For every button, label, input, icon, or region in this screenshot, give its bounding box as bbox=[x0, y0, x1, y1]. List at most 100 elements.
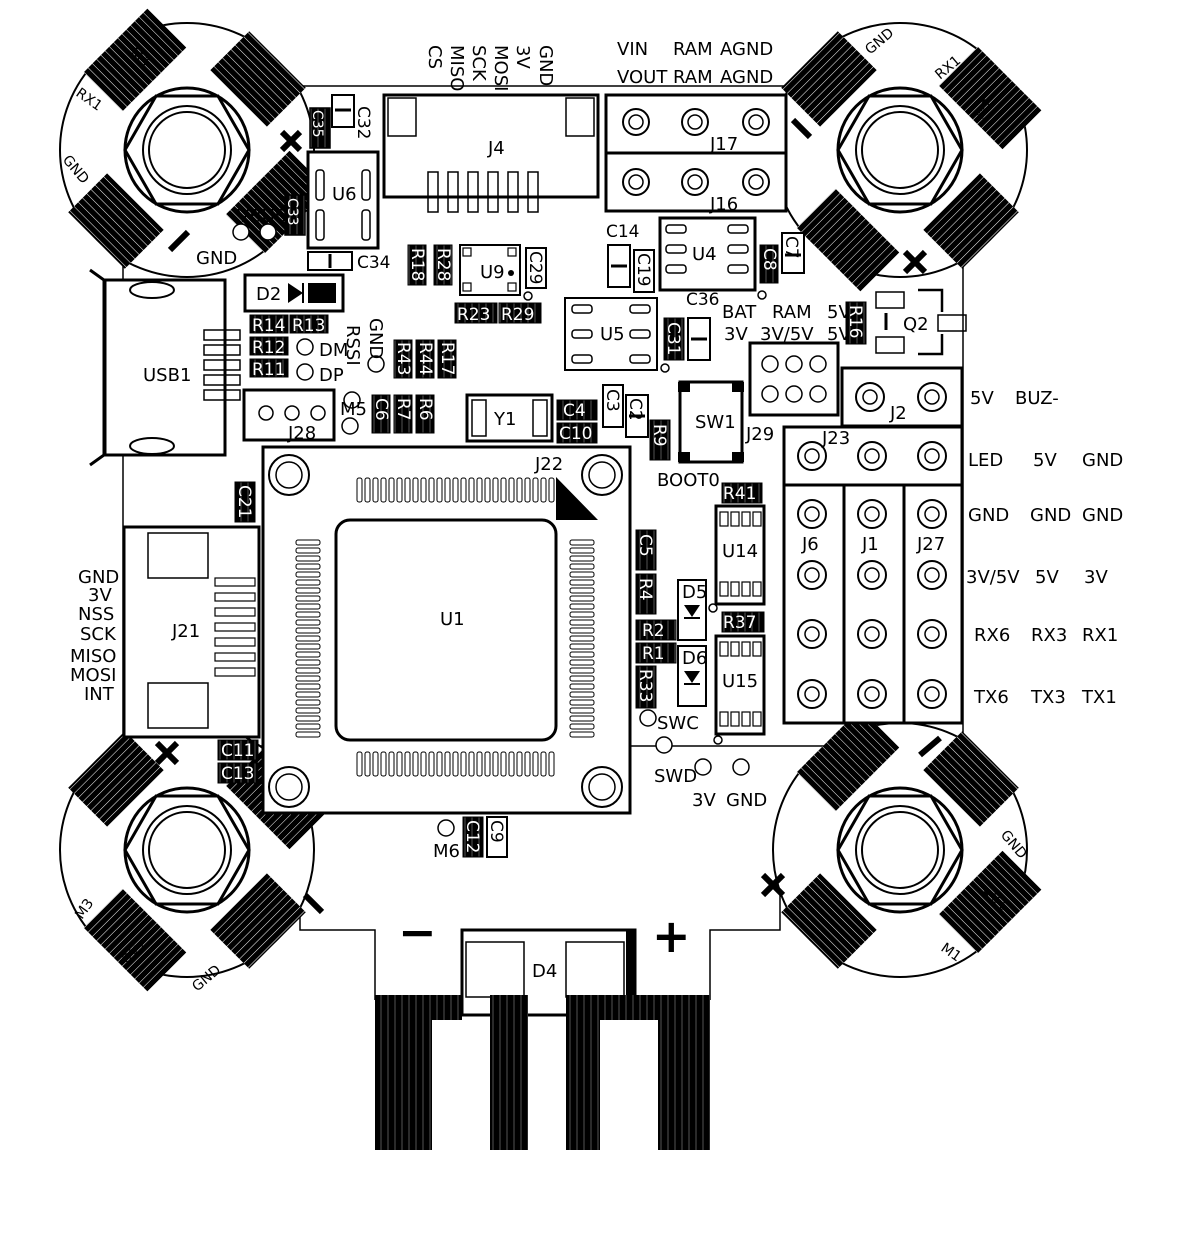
j23-pin-gnd: GND bbox=[1082, 450, 1123, 471]
mcu-pin bbox=[295, 611, 321, 618]
mcu-pin bbox=[295, 699, 321, 706]
mcu-pin bbox=[508, 477, 515, 503]
mcu-pin bbox=[516, 751, 523, 777]
c8-label: C8 bbox=[759, 248, 779, 271]
usb-label-gnd: GND bbox=[196, 248, 237, 269]
u4-label: U4 bbox=[692, 244, 717, 265]
mcu-pin bbox=[295, 691, 321, 698]
j17-label-agnd: AGND bbox=[720, 39, 773, 60]
r11-label: R11 bbox=[252, 360, 285, 380]
mcu-pin bbox=[295, 627, 321, 634]
mcu-pin bbox=[428, 477, 435, 503]
row3-col3: RX1 bbox=[1082, 625, 1118, 646]
mcu-pin bbox=[569, 699, 595, 706]
j23-header: J23 LED 5V GND bbox=[782, 425, 1123, 487]
mcu-pin bbox=[295, 643, 321, 650]
mcu-pin bbox=[569, 707, 595, 714]
j21-pin-mosi: MOSI bbox=[70, 665, 116, 686]
j2-ref: J2 bbox=[889, 403, 907, 424]
u5-label: U5 bbox=[600, 324, 625, 345]
mcu-pin bbox=[569, 595, 595, 602]
mcu-pin bbox=[492, 751, 499, 777]
j22-label: J22 bbox=[534, 454, 563, 475]
j21-ref: J21 bbox=[171, 621, 200, 642]
boot0-label: BOOT0 bbox=[657, 470, 720, 491]
rc-cluster-center: C6 R7 R6 R43 R44 R17 bbox=[371, 339, 457, 434]
mcu-pin bbox=[500, 751, 507, 777]
d4-label: D4 bbox=[532, 961, 557, 982]
mcu-pin bbox=[569, 691, 595, 698]
mcu-pin bbox=[569, 579, 595, 586]
j2-pin-buz: BUZ- bbox=[1015, 388, 1059, 409]
j29-label-3v5v: 3V/5V bbox=[760, 324, 814, 345]
j21-pin-int: INT bbox=[84, 684, 115, 705]
j4-connector: J4 GND 3V MOSI SCK MISO CS bbox=[382, 45, 600, 213]
mcu-pin bbox=[364, 751, 371, 777]
mcu-pin bbox=[569, 643, 595, 650]
row4-col2: TX3 bbox=[1030, 687, 1066, 708]
mcu-pin bbox=[420, 751, 427, 777]
mcu-pin bbox=[295, 731, 321, 738]
mcu-pin bbox=[569, 555, 595, 562]
r28-label: R28 bbox=[433, 248, 453, 281]
j21-pin-nss: NSS bbox=[78, 604, 114, 625]
mount-top-right: GND RX1 M2 bbox=[772, 22, 1042, 292]
mcu-pin bbox=[372, 751, 379, 777]
c3-label: C3 bbox=[602, 389, 622, 412]
mcu-pin bbox=[452, 751, 459, 777]
mcu-pin bbox=[388, 751, 395, 777]
mcu-pin bbox=[420, 477, 427, 503]
mcu-pin bbox=[295, 707, 321, 714]
mcu-pin bbox=[380, 751, 387, 777]
r1-label: R1 bbox=[642, 644, 665, 664]
c9-label: C9 bbox=[486, 820, 506, 843]
row4-col1: TX6 bbox=[973, 687, 1009, 708]
r13-label: R13 bbox=[292, 316, 325, 336]
mcu-pin bbox=[452, 477, 459, 503]
mcu-pin bbox=[532, 477, 539, 503]
u1-mcu: U1 J22 bbox=[261, 445, 632, 815]
j23-pin-5v: 5V bbox=[1033, 450, 1057, 471]
c21-cap: C21 bbox=[234, 481, 256, 523]
mcu-pin bbox=[569, 723, 595, 730]
c34-label: C34 bbox=[357, 253, 391, 273]
j16-label-ram: RAM bbox=[673, 67, 713, 88]
c36-label: C36 bbox=[686, 290, 720, 310]
mcu-pin bbox=[569, 731, 595, 738]
minus-sign: − bbox=[398, 905, 437, 959]
mcu-pin bbox=[295, 675, 321, 682]
mcu-right-passives: C5 R4 R2 R1 R33 D5 D6 R41 U14 R37 U15 bbox=[635, 482, 766, 745]
r29-label: R29 bbox=[501, 305, 534, 325]
mcu-pin bbox=[436, 477, 443, 503]
mcu-pin bbox=[295, 651, 321, 658]
j29-label-ram: RAM bbox=[772, 302, 812, 323]
mcu-pin bbox=[569, 539, 595, 546]
mount-top-left: M4 RX1 GND bbox=[59, 8, 329, 278]
j21-pin-3v: 3V bbox=[88, 585, 112, 606]
u4-cluster: C14 C19 U4 C8 C7 bbox=[606, 216, 805, 300]
c21-label: C21 bbox=[234, 485, 254, 519]
row1-col3: GND bbox=[1082, 505, 1123, 526]
mcu-pin bbox=[364, 477, 371, 503]
mcu-pin bbox=[356, 477, 363, 503]
r14-label: R14 bbox=[252, 316, 285, 336]
mcu-pin bbox=[295, 659, 321, 666]
j4-pin-1: GND bbox=[535, 45, 556, 86]
y1-label: Y1 bbox=[493, 409, 516, 430]
j28-header: J28 bbox=[242, 388, 336, 444]
mcu-pin bbox=[569, 715, 595, 722]
row2-col1: 3V/5V bbox=[966, 567, 1020, 588]
mcu-pin bbox=[476, 751, 483, 777]
usb-label-dp: DP bbox=[319, 365, 344, 386]
mcu-pin bbox=[380, 477, 387, 503]
c32-label: C32 bbox=[353, 106, 373, 140]
mcu-pin bbox=[295, 595, 321, 602]
u5-cluster: U5 C31 C36 bbox=[564, 290, 720, 373]
mcu-pin bbox=[569, 603, 595, 610]
mcu-pin bbox=[295, 563, 321, 570]
mount-bottom-left: M3 RX1 GND bbox=[59, 722, 329, 995]
mcu-pin bbox=[396, 751, 403, 777]
debug-pads: SWC SWD 3V GND M6 C12 C9 C11 C13 bbox=[217, 709, 767, 862]
j4-pin-2: 3V bbox=[512, 45, 533, 69]
